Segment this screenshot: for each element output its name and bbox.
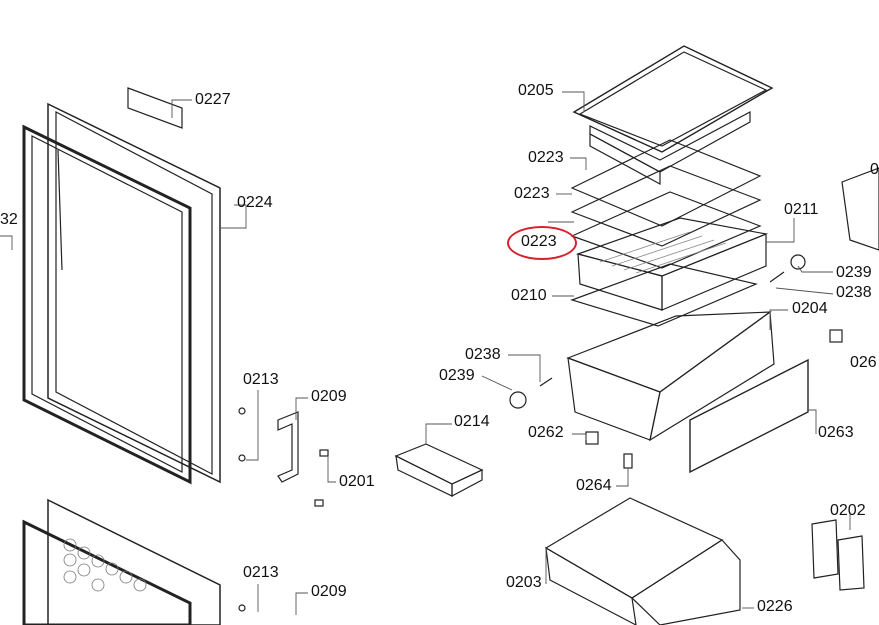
label-0227[interactable]: 0227: [195, 91, 231, 108]
hinge-parts: [238, 407, 329, 612]
label-plate: [127, 87, 183, 129]
label-0210[interactable]: 0210: [511, 287, 547, 304]
drawer-0204: [566, 310, 775, 442]
label-cut-right[interactable]: 0: [870, 161, 879, 178]
label-0204[interactable]: 0204: [792, 300, 828, 317]
label-0223-b[interactable]: 0223: [514, 185, 550, 202]
drawer-0203: [544, 497, 741, 625]
upper-door: [22, 102, 221, 485]
highlight-ellipse: [507, 226, 577, 260]
label-0263[interactable]: 0263: [818, 424, 854, 441]
sheet-0223-b: [570, 165, 762, 247]
front-panel: [689, 358, 809, 474]
side-box: [841, 167, 879, 251]
label-0223-a[interactable]: 0223: [528, 149, 564, 166]
label-0238-a[interactable]: 0238: [836, 284, 872, 301]
label-0209-b[interactable]: 0209: [311, 583, 347, 600]
label-0213-a[interactable]: 0213: [243, 371, 279, 388]
label-0239-a[interactable]: 0239: [836, 264, 872, 281]
label-0232[interactable]: 32: [0, 211, 18, 228]
sheet-0210: [570, 263, 758, 327]
label-0223-highlighted[interactable]: 0223: [521, 233, 557, 250]
lower-door: [22, 498, 221, 625]
freezer-lid: [572, 45, 774, 186]
label-0211[interactable]: 0211: [784, 201, 819, 218]
label-0264[interactable]: 0264: [576, 477, 612, 494]
label-0213-b[interactable]: 0213: [243, 564, 279, 581]
label-026x[interactable]: 026: [850, 354, 877, 371]
label-0203[interactable]: 0203: [506, 574, 542, 591]
sheet-0223-c: [570, 191, 762, 269]
hinge-plates: [811, 519, 865, 591]
ice-tray: [394, 443, 484, 497]
sheet-0223-a: [570, 139, 762, 227]
label-0202[interactable]: 0202: [830, 502, 866, 519]
label-0205[interactable]: 0205: [518, 82, 554, 99]
label-0226[interactable]: 0226: [757, 598, 793, 615]
label-0224[interactable]: 0224: [237, 194, 273, 211]
leader-lines: [0, 91, 851, 615]
label-0262[interactable]: 0262: [528, 424, 564, 441]
label-0239-b[interactable]: 0239: [439, 367, 475, 384]
label-0209-a[interactable]: 0209: [311, 388, 347, 405]
label-0201[interactable]: 0201: [339, 473, 375, 490]
label-0238-b[interactable]: 0238: [465, 346, 501, 363]
label-0214[interactable]: 0214: [454, 413, 490, 430]
freezer-tray: [575, 217, 769, 311]
